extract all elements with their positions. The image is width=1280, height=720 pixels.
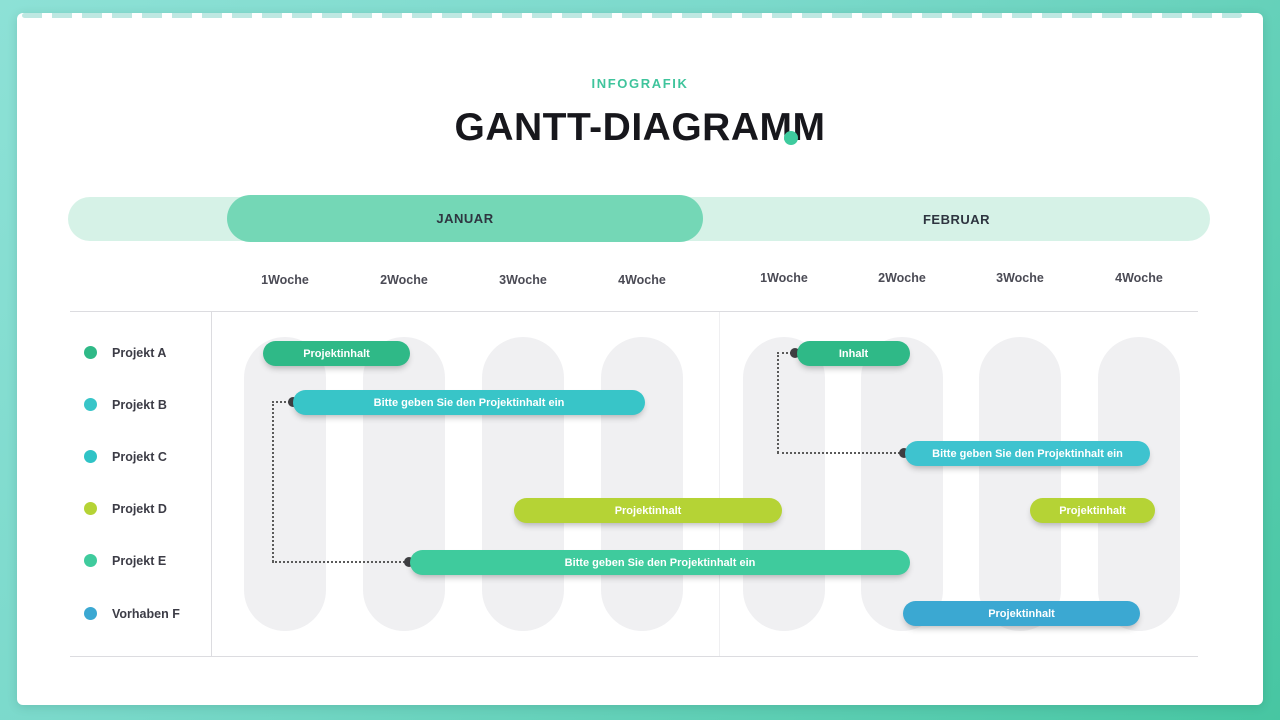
gantt-bar-label: Projektinhalt — [303, 347, 370, 360]
gantt-bar-projekt-a-jan: Projektinhalt — [263, 341, 410, 366]
gantt-column — [482, 337, 564, 631]
gantt-column — [1098, 337, 1180, 631]
project-dot — [84, 502, 97, 515]
gantt-column — [743, 337, 825, 631]
legend-row: Projekt A — [70, 343, 210, 363]
week-label-jan-3: 3Woche — [463, 265, 583, 296]
gantt-bar-vorhaben-f-feb: Projektinhalt — [903, 601, 1140, 626]
week-label-jan-2: 2Woche — [380, 273, 428, 287]
gantt-bar-label: Bitte geben Sie den Projektinhalt ein — [564, 556, 756, 569]
grid-line-top — [70, 311, 1198, 312]
gantt-bar-label: Inhalt — [838, 347, 869, 360]
project-label: Projekt E — [112, 554, 167, 568]
project-label: Projekt B — [112, 398, 167, 412]
project-dot — [84, 450, 97, 463]
week-label-feb-3: 3Woche — [960, 263, 1080, 294]
project-dot — [84, 346, 97, 359]
connector-line — [777, 352, 796, 354]
week-label-jan-1: 1Woche — [225, 265, 345, 296]
connector-line — [272, 401, 274, 562]
connector-line — [272, 561, 408, 563]
gantt-bar-label: Bitte geben Sie den Projektinhalt ein — [932, 447, 1123, 460]
legend-row: Projekt E — [70, 551, 210, 571]
gantt-bar-label: Projektinhalt — [614, 504, 682, 517]
legend-row: Projekt B — [70, 395, 210, 415]
legend-row: Vorhaben F — [70, 604, 210, 624]
connector-dot — [790, 348, 800, 358]
legend-row: Projekt C — [70, 447, 210, 467]
project-label: Vorhaben F — [112, 607, 180, 621]
gantt-bar-projekt-e: Bitte geben Sie den Projektinhalt ein — [410, 550, 910, 575]
grid-line-bottom — [70, 656, 1198, 657]
month-pill-januar: JANUAR — [227, 195, 703, 242]
gantt-bar-projekt-a-feb: Inhalt — [797, 341, 910, 366]
gantt-bar-label: Bitte geben Sie den Projektinhalt ein — [373, 396, 565, 409]
project-label: Projekt D — [112, 502, 167, 516]
week-label-feb-2: 2Woche — [878, 271, 926, 285]
connector-line — [777, 452, 904, 454]
project-dot — [84, 607, 97, 620]
eyebrow-label: INFOGRAFIK — [591, 76, 689, 91]
project-label: Projekt A — [112, 346, 167, 360]
connector-dot — [899, 448, 909, 458]
title-accent-dot-icon — [784, 131, 798, 145]
connector-dot — [404, 557, 414, 567]
month-label-februar: FEBRUAR — [922, 211, 991, 227]
month-divider-line — [719, 312, 720, 656]
gantt-bar-projekt-d-feb: Projektinhalt — [1030, 498, 1155, 523]
legend-row: Projekt D — [70, 499, 210, 519]
week-label-feb-1: 1Woche — [724, 263, 844, 294]
gantt-column — [244, 337, 326, 631]
project-dot — [84, 554, 97, 567]
connector-line — [777, 352, 779, 453]
legend-divider-line — [211, 311, 212, 656]
gantt-bar-label: Projektinhalt — [1059, 504, 1126, 517]
gantt-bar-label: Projektinhalt — [988, 607, 1055, 620]
project-dot — [84, 398, 97, 411]
week-label-jan-4: 4Woche — [618, 273, 666, 287]
card-top-notch-pattern — [22, 13, 1242, 18]
gantt-column — [363, 337, 445, 631]
gantt-column — [979, 337, 1061, 631]
project-label: Projekt C — [112, 450, 167, 464]
gantt-bar-projekt-c-feb: Bitte geben Sie den Projektinhalt ein — [905, 441, 1150, 466]
gantt-bar-projekt-b-jan: Bitte geben Sie den Projektinhalt ein — [293, 390, 645, 415]
page-title: GANTT-DIAGRAMM — [454, 106, 826, 149]
gantt-column — [601, 337, 683, 631]
gantt-bar-projekt-d-jan: Projektinhalt — [514, 498, 782, 523]
gantt-column — [861, 337, 943, 631]
connector-line — [272, 401, 294, 403]
week-label-feb-4: 4Woche — [1115, 271, 1163, 285]
